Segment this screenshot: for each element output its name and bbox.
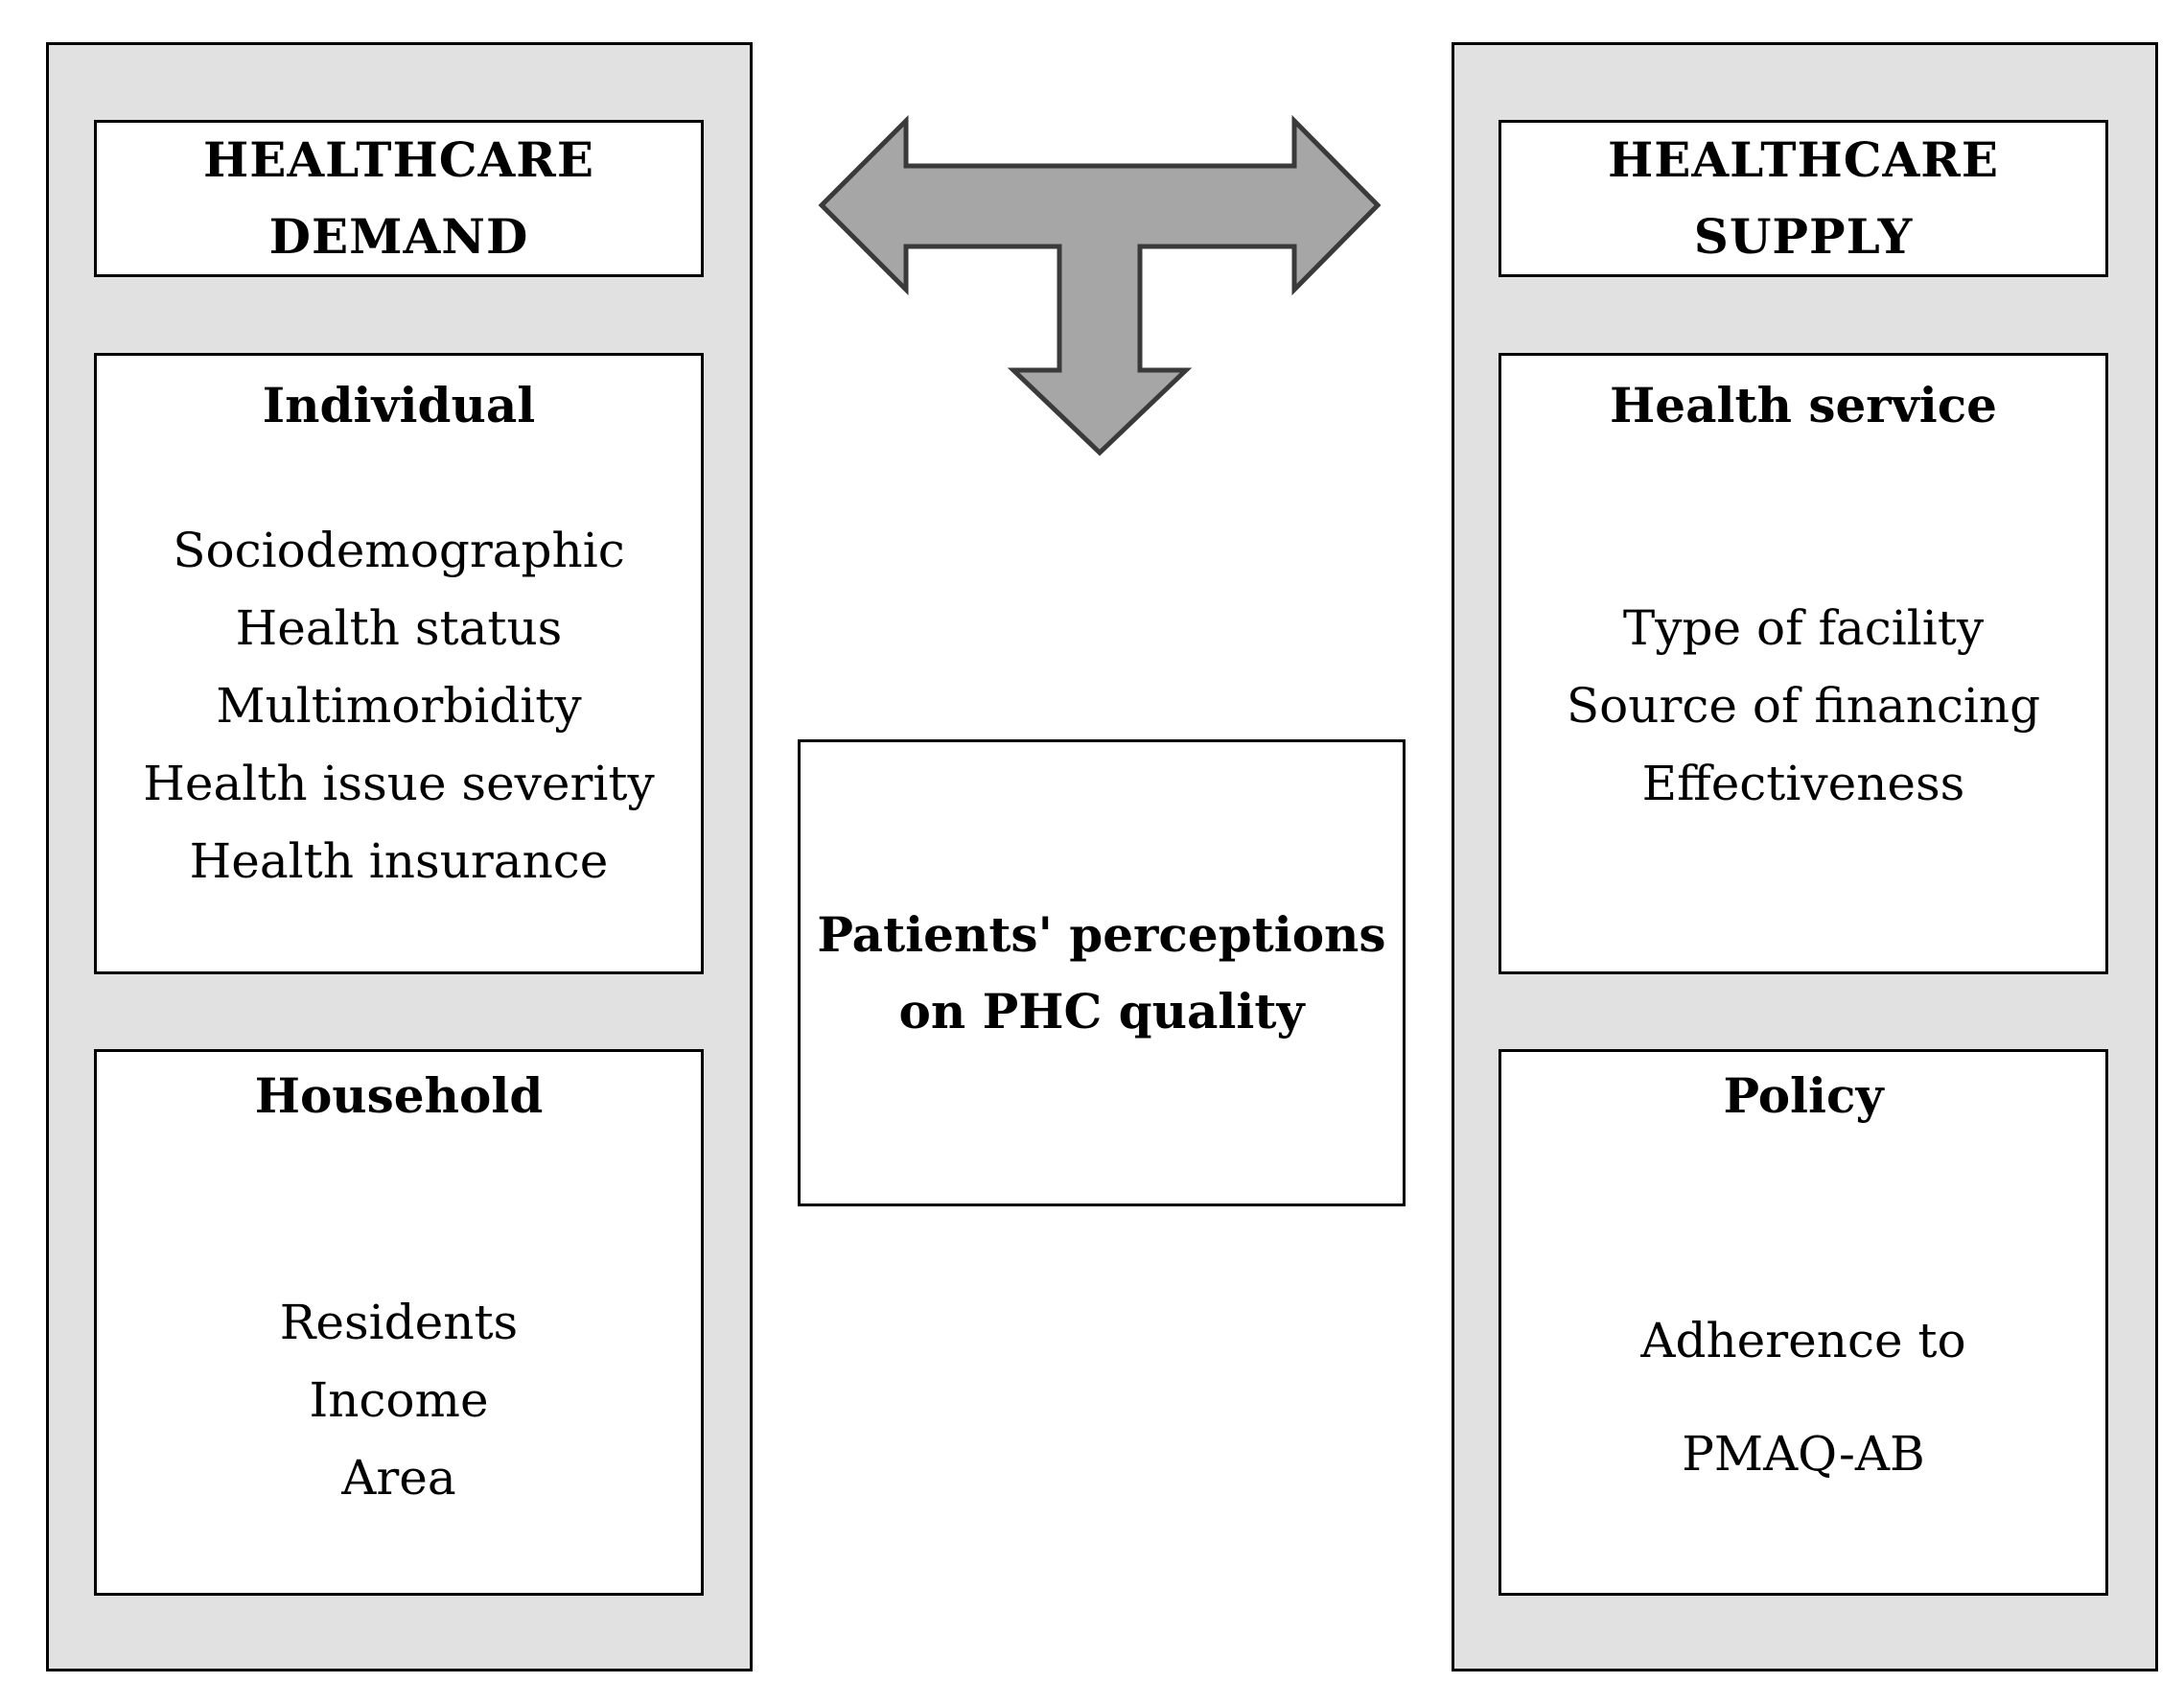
demand-header-box: HEALTHCARE DEMAND — [94, 120, 704, 277]
demand-header-line-2: DEMAND — [268, 208, 529, 265]
health-service-item: Type of facility — [1622, 600, 1985, 656]
demand-header-line-1: HEALTHCARE — [203, 131, 594, 188]
center-line-2: on PHC quality — [898, 982, 1305, 1040]
individual-title: Individual — [262, 377, 536, 433]
policy-item: PMAQ-AB — [1682, 1426, 1925, 1482]
household-title: Household — [254, 1067, 544, 1124]
center-outcome-box: Patients' perceptions on PHC quality — [798, 739, 1406, 1206]
individual-box: Individual Sociodemographic Health statu… — [94, 353, 704, 974]
policy-title: Policy — [1723, 1067, 1884, 1124]
household-item: Income — [309, 1372, 489, 1428]
household-item: Residents — [279, 1295, 519, 1350]
health-service-item: Effectiveness — [1641, 756, 1965, 811]
policy-items: Adherence to PMAQ-AB — [1501, 1284, 2105, 1510]
individual-item: Multimorbidity — [216, 678, 582, 734]
center-line-1: Patients' perceptions — [817, 905, 1386, 963]
supply-header-line-1: HEALTHCARE — [1608, 131, 1999, 188]
household-items: Residents Income Area — [97, 1284, 701, 1517]
individual-item: Health insurance — [189, 833, 609, 889]
health-service-items: Type of facility Source of financing Eff… — [1501, 590, 2105, 823]
individual-items: Sociodemographic Health status Multimorb… — [97, 512, 701, 900]
household-box: Household Residents Income Area — [94, 1049, 704, 1596]
supply-header-box: HEALTHCARE SUPPLY — [1499, 120, 2108, 277]
individual-item: Health status — [235, 600, 563, 656]
individual-item: Sociodemographic — [173, 523, 625, 578]
health-service-item: Source of financing — [1566, 678, 2041, 734]
health-service-title: Health service — [1610, 377, 1997, 433]
supply-header-line-2: SUPPLY — [1693, 208, 1914, 265]
individual-item: Health issue severity — [143, 756, 655, 811]
health-service-box: Health service Type of facility Source o… — [1499, 353, 2108, 974]
t-arrow-shape — [818, 114, 1382, 456]
household-item: Area — [341, 1450, 456, 1506]
policy-item: Adherence to — [1640, 1313, 1966, 1368]
policy-box: Policy Adherence to PMAQ-AB — [1499, 1049, 2108, 1596]
